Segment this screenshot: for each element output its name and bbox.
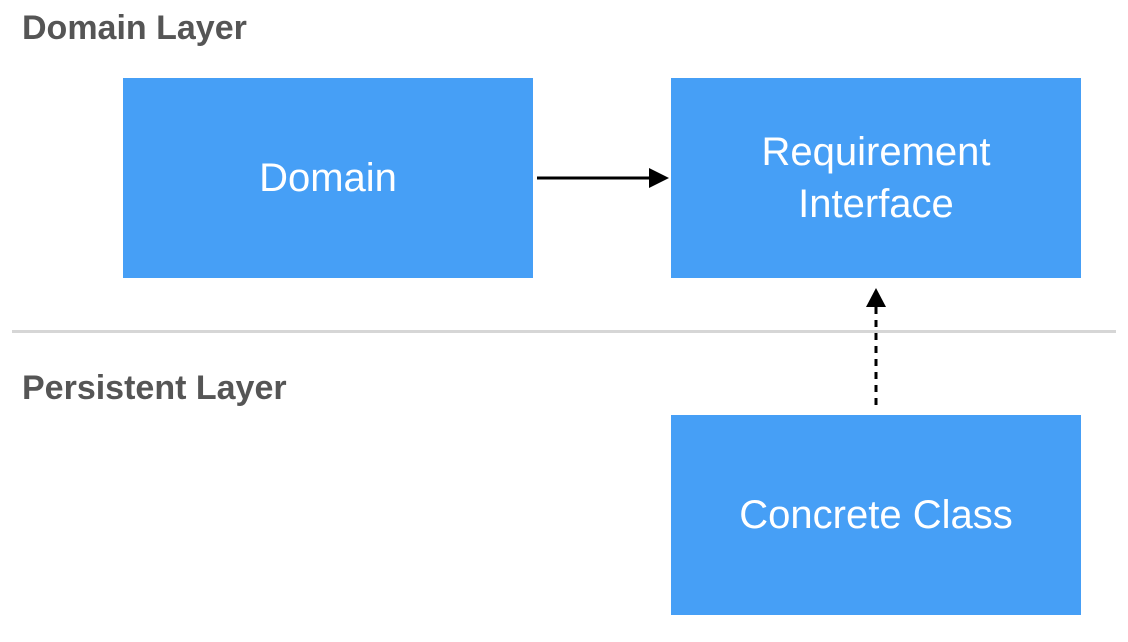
domain-node-label: Domain: [259, 156, 397, 200]
domain-layer-title: Domain Layer: [22, 9, 247, 47]
arrowhead-icon: [649, 168, 669, 188]
domain-node: Domain: [123, 78, 533, 278]
edge-domain-to-requirement-interface: [537, 168, 669, 188]
concrete-class-node-label: Concrete Class: [739, 493, 1013, 537]
arrowhead-icon: [866, 288, 886, 307]
requirement-interface-node-label: Requirement Interface: [761, 130, 991, 226]
requirement-interface-node: Requirement Interface: [671, 78, 1081, 278]
persistent-layer-title: Persistent Layer: [22, 369, 287, 407]
edge-concrete-class-to-requirement-interface: [866, 288, 886, 405]
concrete-class-node: Concrete Class: [671, 415, 1081, 615]
layer-divider: [12, 330, 1116, 333]
